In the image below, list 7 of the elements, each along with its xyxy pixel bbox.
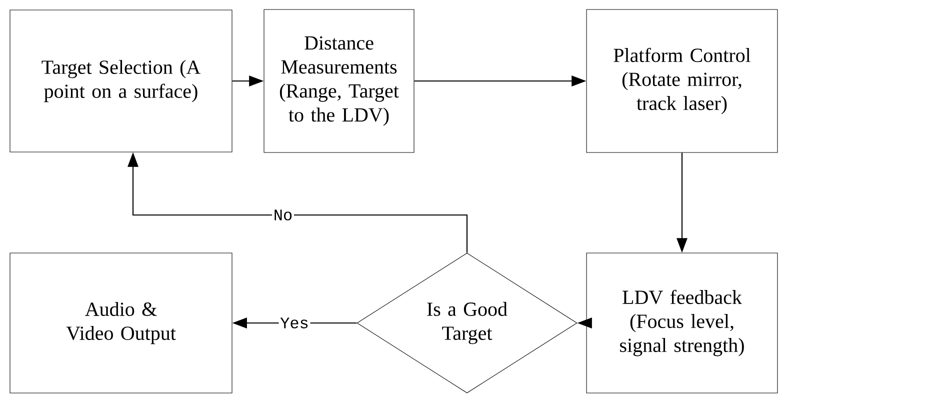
- process-box: LDV feedback (Focus level, signal strength): [586, 252, 778, 394]
- process-box: Audio & Video Output: [10, 252, 232, 394]
- process-box: Target Selection (A point on a surface): [10, 10, 232, 152]
- edge-label: Yes: [278, 316, 310, 330]
- process-box: Distance Measurements (Range, Target to the LDV): [264, 9, 414, 153]
- edge-label: No: [272, 208, 294, 222]
- process-box: Platform Control (Rotate mirror, track laser): [586, 9, 778, 153]
